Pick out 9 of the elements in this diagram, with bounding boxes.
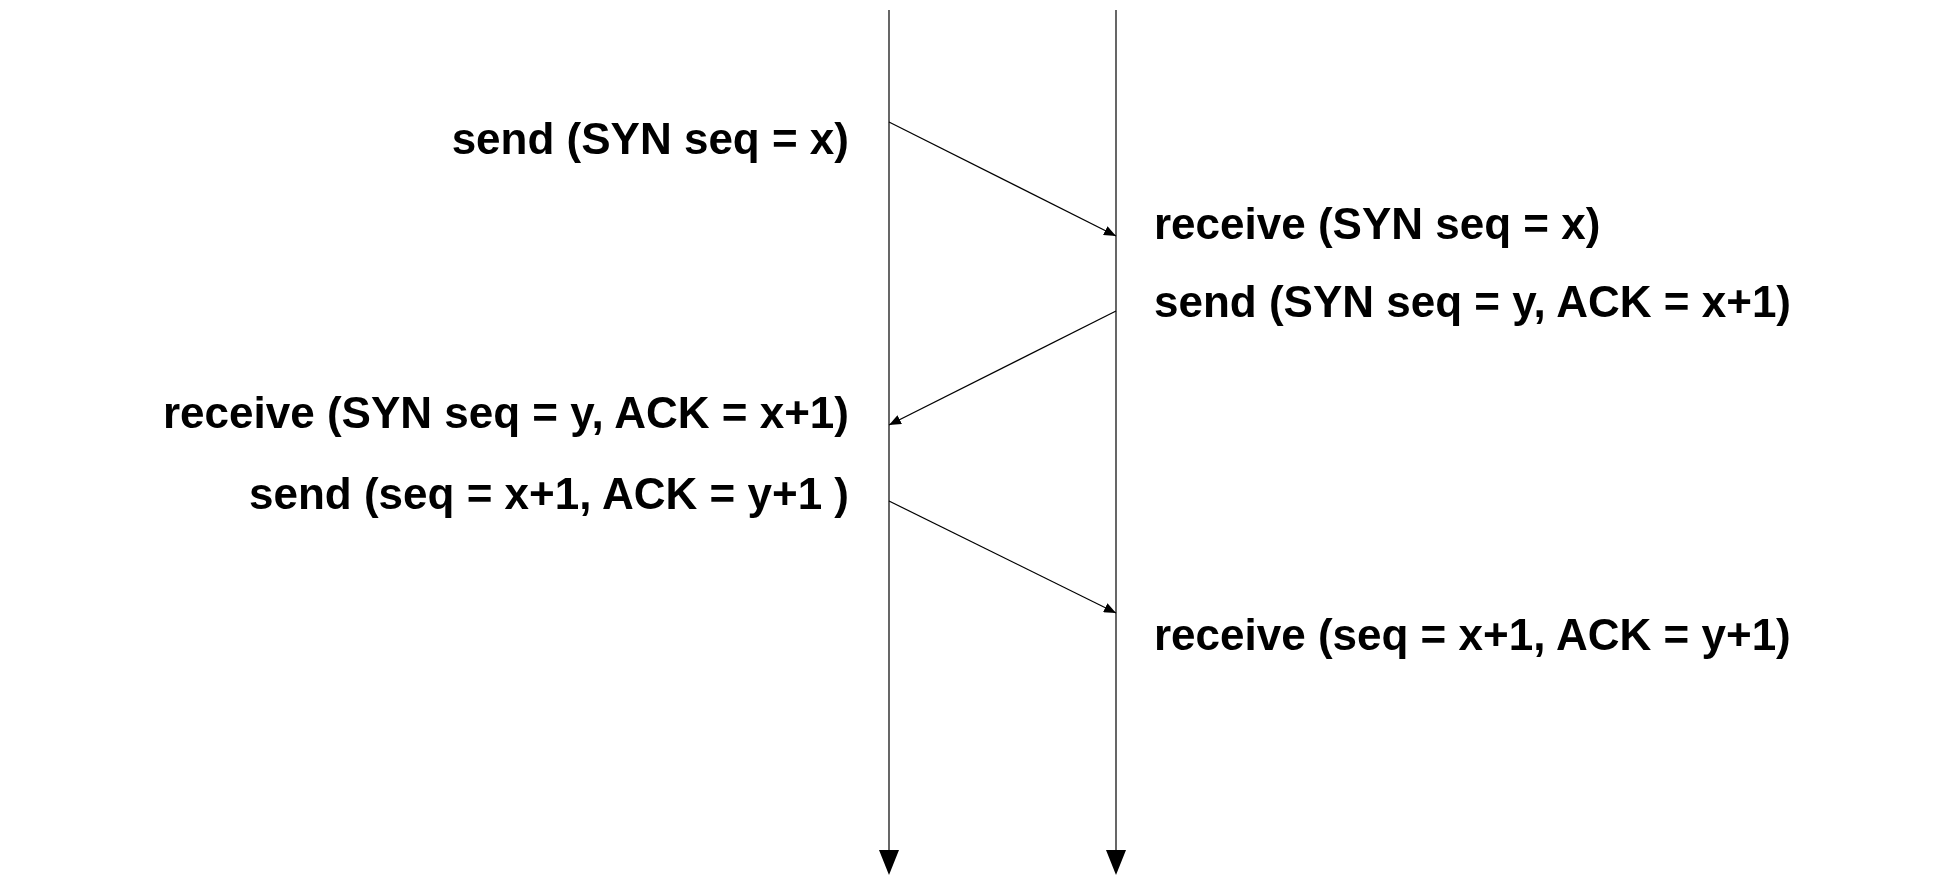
message-label: send (SYN seq = x): [451, 117, 849, 161]
message-label: receive (SYN seq = x): [1154, 202, 1601, 246]
message-arrow: [888, 121, 1117, 237]
message-arrow: [888, 310, 1117, 426]
message-label: receive (seq = x+1, ACK = y+1): [1154, 613, 1791, 657]
message-label: send (SYN seq = y, ACK = x+1): [1154, 280, 1791, 324]
message-label: send (seq = x+1, ACK = y+1 ): [249, 472, 849, 516]
message-label: receive (SYN seq = y, ACK = x+1): [162, 391, 849, 435]
message-arrow: [888, 500, 1117, 614]
